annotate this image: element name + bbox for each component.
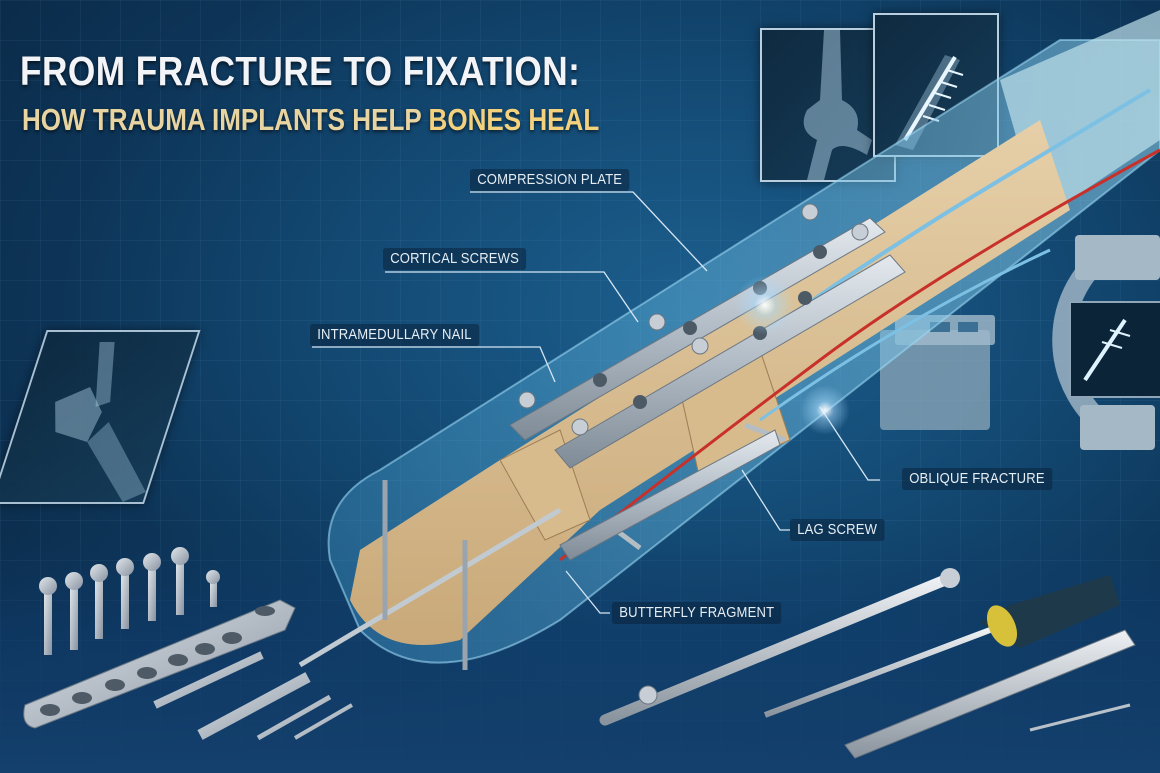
knee-xray-icon <box>803 30 872 180</box>
bone-plate <box>23 599 296 729</box>
wrist-fracture-xray-icon <box>55 342 146 502</box>
cortical-screws <box>518 203 869 436</box>
subtitle-prefix: HOW TRAUMA IMPLANTS HELP <box>22 102 422 137</box>
lag-screw <box>744 422 786 443</box>
label-oblique-fracture: OBLIQUE FRACTURE <box>902 468 1052 490</box>
screw-set <box>39 547 220 655</box>
screwdriver-shaft <box>763 627 992 718</box>
label-butterfly-fragment: BUTTERFLY FRAGMENT <box>612 602 782 624</box>
plated-bone-xray-icon <box>895 55 964 150</box>
page-title: FROM FRACTURE TO FIXATION: <box>20 48 581 94</box>
cannulated-screw <box>153 651 264 709</box>
small-pin <box>1029 703 1131 732</box>
subtitle-highlight: BONES HEAL <box>428 102 600 137</box>
sparkle-right <box>800 385 850 435</box>
guide-rod <box>599 572 956 726</box>
intramedullary-nail <box>298 507 562 668</box>
label-compression-plate: COMPRESSION PLATE <box>470 169 630 191</box>
cancellous-screw <box>197 672 311 740</box>
wrist-fracture-xray-panel <box>0 330 201 504</box>
page-subtitle: HOW TRAUMA IMPLANTS HELP BONES HEAL <box>22 102 599 138</box>
label-intramedullary-nail: INTRAMEDULLARY NAIL <box>310 324 479 346</box>
depth-gauge <box>844 629 1136 759</box>
implant-set-left <box>23 547 354 741</box>
label-cortical-screws: CORTICAL SCREWS <box>383 248 527 270</box>
instruments-right <box>599 568 1136 759</box>
sparkle-top <box>735 275 795 335</box>
label-lag-screw: LAG SCREW <box>790 519 885 541</box>
